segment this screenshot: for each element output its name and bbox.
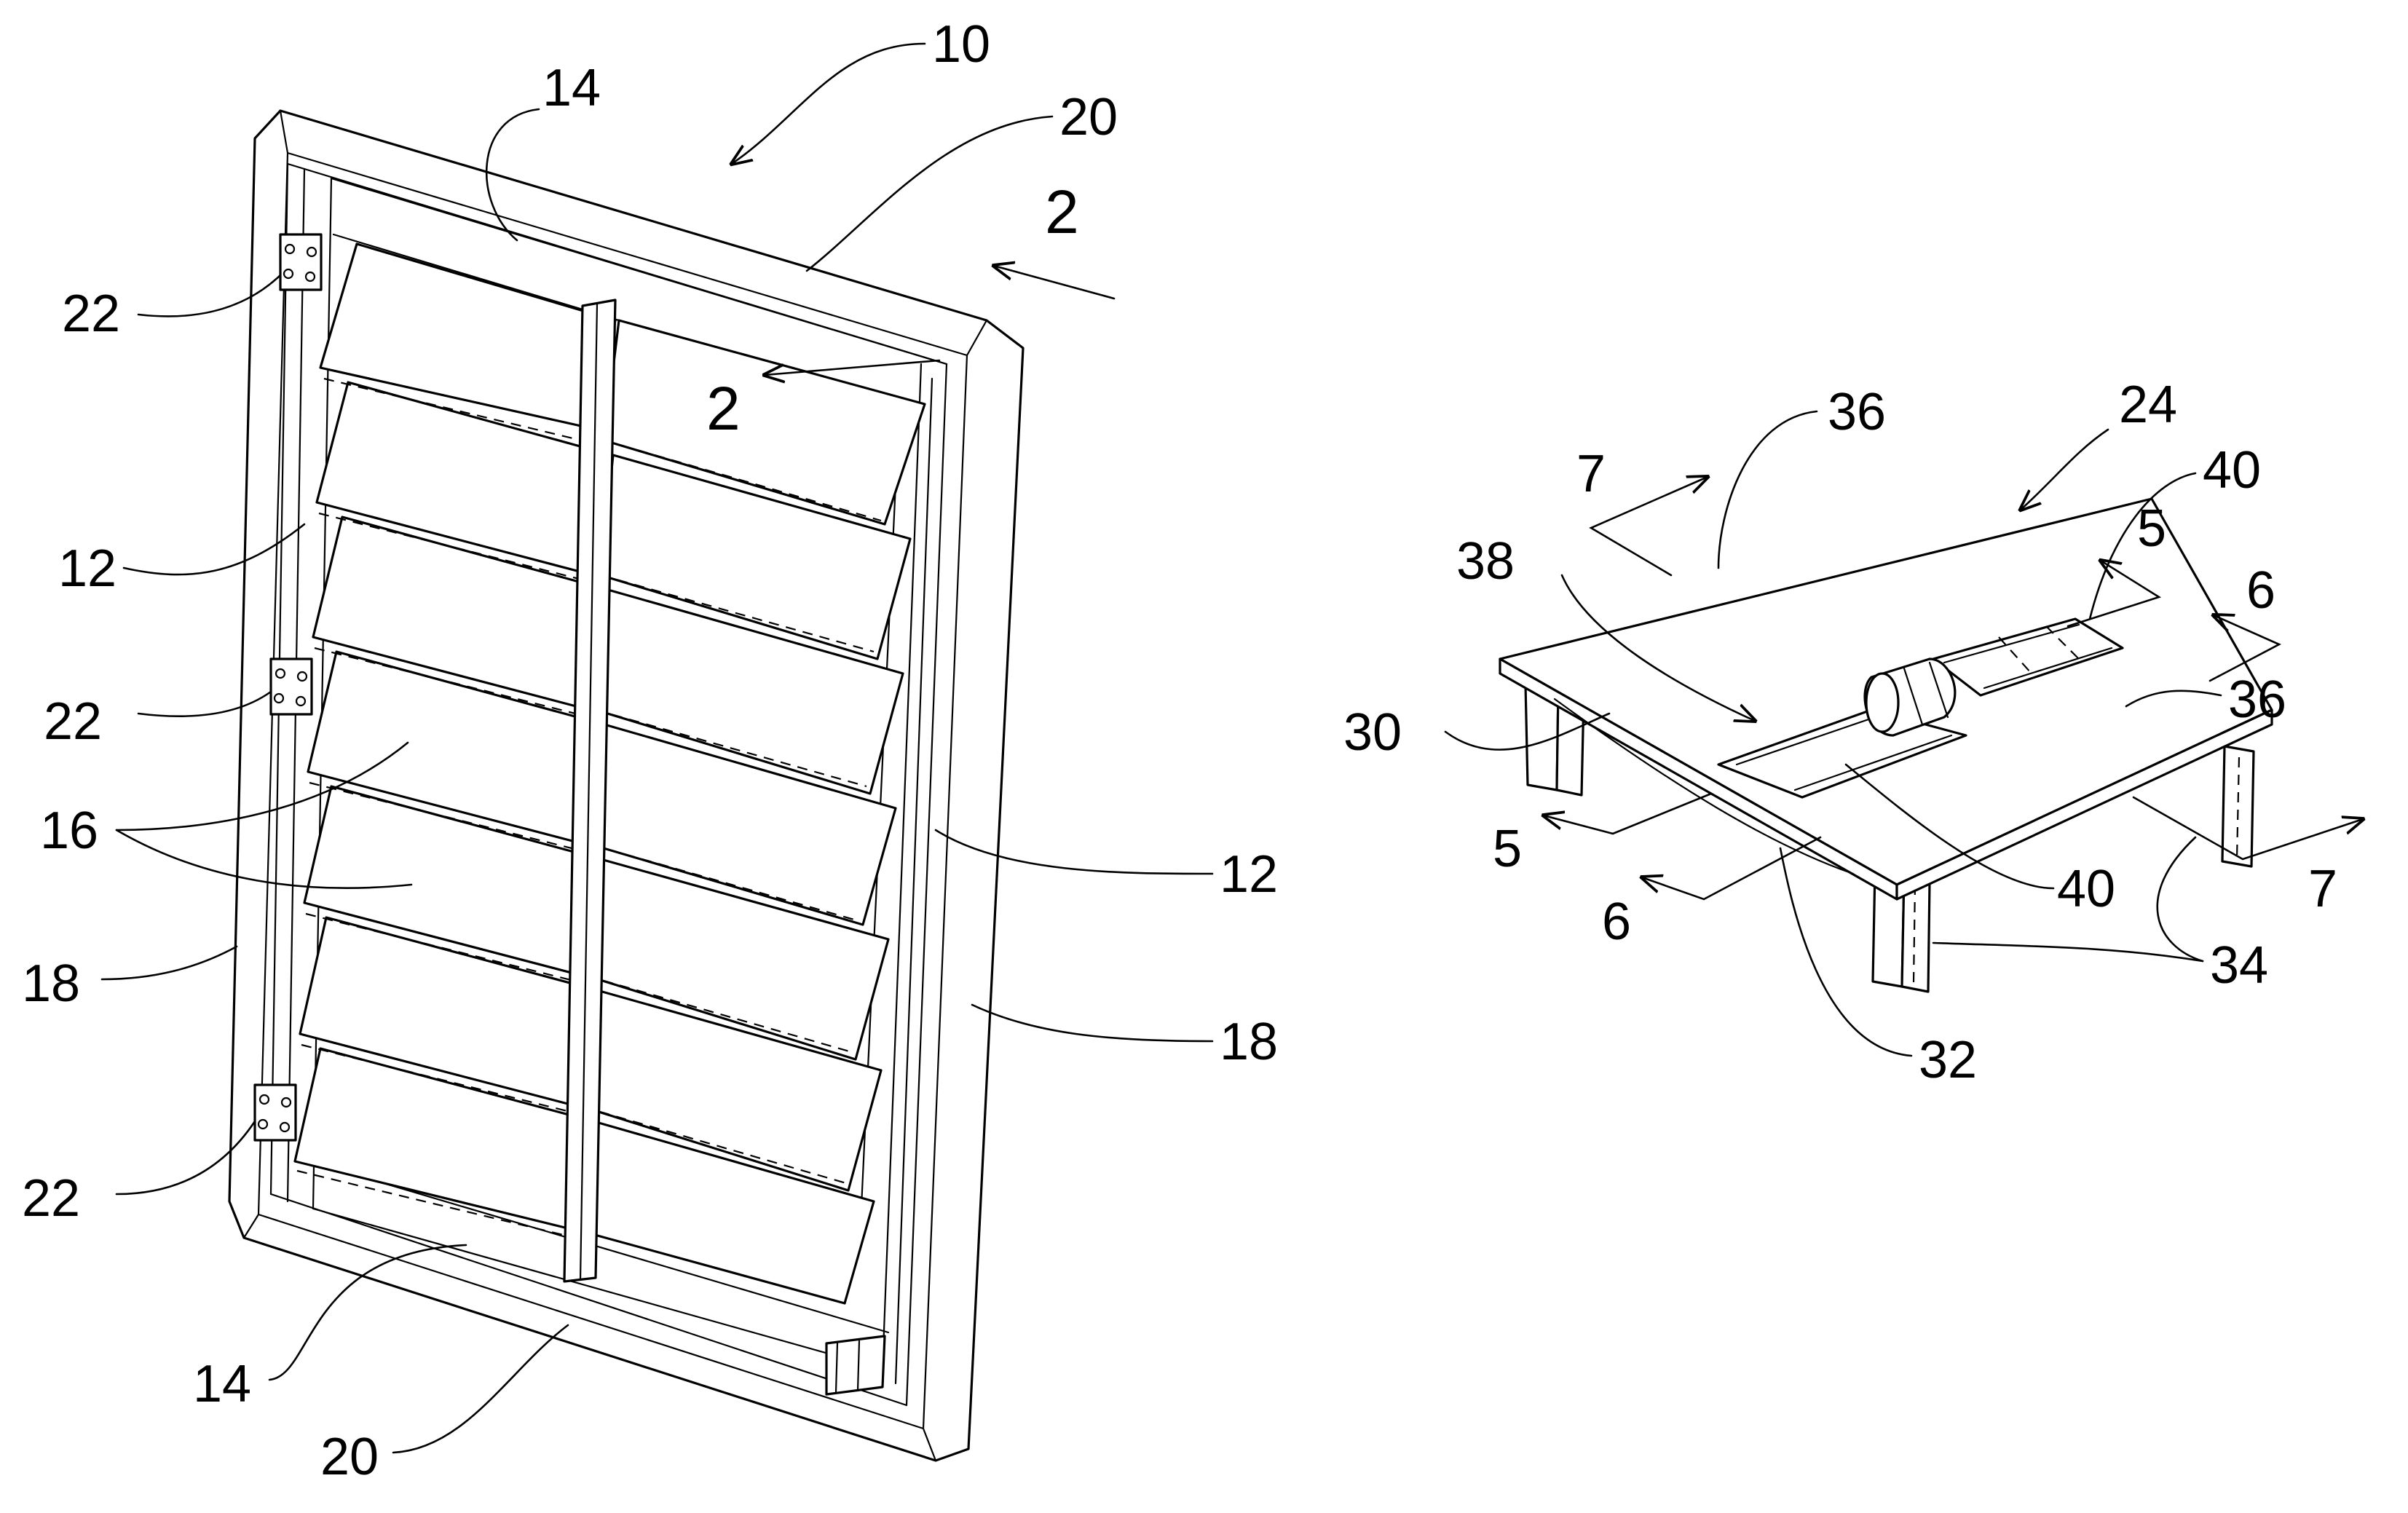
label-22-middle: 22 xyxy=(44,692,102,751)
section-5-bottom xyxy=(1544,794,1711,834)
label-5-top: 5 xyxy=(2137,499,2166,558)
label-2-bottom: 2 xyxy=(706,374,741,443)
label-6-top: 6 xyxy=(2246,561,2275,620)
label-14-top: 14 xyxy=(542,59,601,117)
label-7-right: 7 xyxy=(2308,860,2337,918)
label-22-top: 22 xyxy=(62,285,120,343)
leader-22-top xyxy=(138,275,280,316)
hinge-knuckle-end xyxy=(1866,673,1898,732)
hinge-bottom xyxy=(255,1085,296,1140)
label-12-left: 12 xyxy=(58,540,117,598)
shutter-assembly xyxy=(229,111,1023,1461)
label-30: 30 xyxy=(1343,703,1402,762)
leader-20-bottom xyxy=(393,1325,568,1453)
label-40-top: 40 xyxy=(2203,441,2261,499)
leader-12-right xyxy=(936,830,1212,874)
leader-22-bottom xyxy=(117,1121,255,1194)
label-18-left: 18 xyxy=(22,955,80,1013)
leader-14-bottom xyxy=(269,1245,466,1380)
label-6-bottom: 6 xyxy=(1602,893,1631,951)
label-36-top: 36 xyxy=(1828,383,1886,441)
slats-right xyxy=(579,320,925,1303)
hinge-middle xyxy=(271,659,312,714)
label-16: 16 xyxy=(40,802,98,860)
label-36-right: 36 xyxy=(2228,671,2286,729)
label-18-right: 18 xyxy=(1220,1013,1278,1071)
label-40-bottom: 40 xyxy=(2057,860,2115,918)
label-2-top: 2 xyxy=(1045,178,1079,246)
motor-housing xyxy=(826,1336,885,1394)
leader-20-top xyxy=(807,116,1052,271)
section-7-left xyxy=(1591,477,1708,575)
arrow-24 xyxy=(2021,430,2108,510)
label-20-top: 20 xyxy=(1059,88,1118,146)
hinge-top xyxy=(280,234,321,290)
label-34: 34 xyxy=(2210,936,2268,995)
leader-36-top xyxy=(1718,411,1817,568)
leg-right xyxy=(2222,746,2254,866)
leader-34-a xyxy=(1933,943,2203,961)
arrow-10 xyxy=(732,44,925,164)
label-22-bottom: 22 xyxy=(22,1169,80,1228)
leader-34-b xyxy=(2158,837,2203,961)
section-6-bottom xyxy=(1642,837,1820,899)
label-20-bottom: 20 xyxy=(320,1428,379,1486)
label-38: 38 xyxy=(1456,532,1515,590)
label-32: 32 xyxy=(1919,1031,1977,1089)
label-5-bottom: 5 xyxy=(1493,820,1522,878)
leader-18-left xyxy=(102,947,237,979)
arrow-2-top xyxy=(994,266,1114,299)
label-12-right: 12 xyxy=(1220,845,1278,904)
label-14-bottom: 14 xyxy=(193,1355,251,1413)
leader-22-middle xyxy=(138,692,271,716)
label-7-left: 7 xyxy=(1576,445,1606,503)
label-24: 24 xyxy=(2119,376,2177,434)
leader-18-right xyxy=(972,1005,1212,1041)
label-10: 10 xyxy=(932,15,990,74)
